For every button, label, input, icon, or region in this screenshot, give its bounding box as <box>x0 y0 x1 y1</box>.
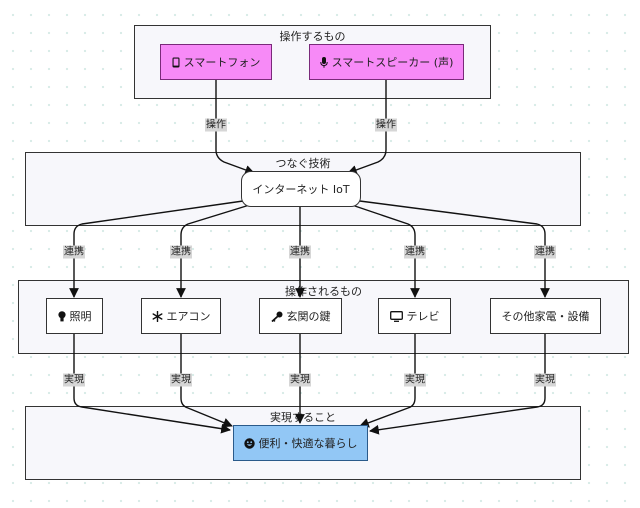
edge-label-operate-1: 操作 <box>205 118 227 132</box>
edge-label-link-5: 連携 <box>534 245 556 259</box>
edge-iot-tv <box>345 202 420 298</box>
key-icon <box>270 311 283 322</box>
node-light-label: 照明 <box>69 310 92 323</box>
node-doorkey-label: 玄関の鍵 <box>286 310 331 323</box>
edge-label-link-2: 連携 <box>170 245 192 259</box>
lightbulb-icon <box>57 310 66 322</box>
node-life-label: 便利・快適な暮らし <box>258 437 358 450</box>
node-smartphone[interactable]: スマートフォン <box>160 44 272 80</box>
node-smartphone-label: スマートフォン <box>183 56 261 69</box>
edge-label-link-3: 連携 <box>289 245 311 259</box>
node-aircon-label: エアコン <box>166 310 211 323</box>
edge-label-realize-5: 実現 <box>534 373 556 387</box>
edge-label-operate-2: 操作 <box>375 118 397 132</box>
tv-icon <box>389 310 403 322</box>
edge-iot-aircon <box>176 202 257 298</box>
node-doorkey[interactable]: 玄関の鍵 <box>259 298 342 334</box>
smile-icon <box>243 437 255 449</box>
snowflake-icon <box>152 310 163 322</box>
edge-light-life <box>73 334 231 434</box>
group-connect: つなぐ技術 <box>25 152 581 226</box>
node-light[interactable]: 照明 <box>46 298 103 334</box>
edge-aircon-life <box>180 334 233 428</box>
node-life[interactable]: 便利・快適な暮らし <box>233 425 368 461</box>
node-iot[interactable]: インターネット IoT <box>241 171 361 207</box>
node-aircon[interactable]: エアコン <box>141 298 221 334</box>
node-others-label: その他家電・設備 <box>501 310 590 323</box>
node-tv[interactable]: テレビ <box>378 298 451 334</box>
edge-label-realize-1: 実現 <box>63 373 85 387</box>
node-iot-label: インターネット IoT <box>252 183 350 196</box>
node-speaker[interactable]: スマートスピーカー (声) <box>309 44 464 80</box>
node-others[interactable]: その他家電・設備 <box>490 298 601 334</box>
edge-label-realize-4: 実現 <box>404 373 426 387</box>
edge-others-life <box>369 334 546 435</box>
edge-speaker-iot <box>347 80 387 175</box>
edge-iot-light <box>69 199 251 298</box>
edge-iot-others <box>351 199 550 298</box>
group-operate-title: 操作するもの <box>279 30 346 43</box>
edge-smartphone-iot <box>215 80 255 175</box>
group-connect-title: つなぐ技術 <box>275 157 331 170</box>
edge-tv-life <box>359 334 416 428</box>
node-speaker-label: スマートスピーカー (声) <box>331 56 454 69</box>
edge-label-realize-3: 実現 <box>289 373 311 387</box>
edge-label-realize-2: 実現 <box>170 373 192 387</box>
edge-label-link-1: 連携 <box>63 245 85 259</box>
node-tv-label: テレビ <box>406 310 440 323</box>
mobile-icon <box>172 57 180 68</box>
edge-label-link-4: 連携 <box>404 245 426 259</box>
microphone-icon <box>319 56 328 68</box>
